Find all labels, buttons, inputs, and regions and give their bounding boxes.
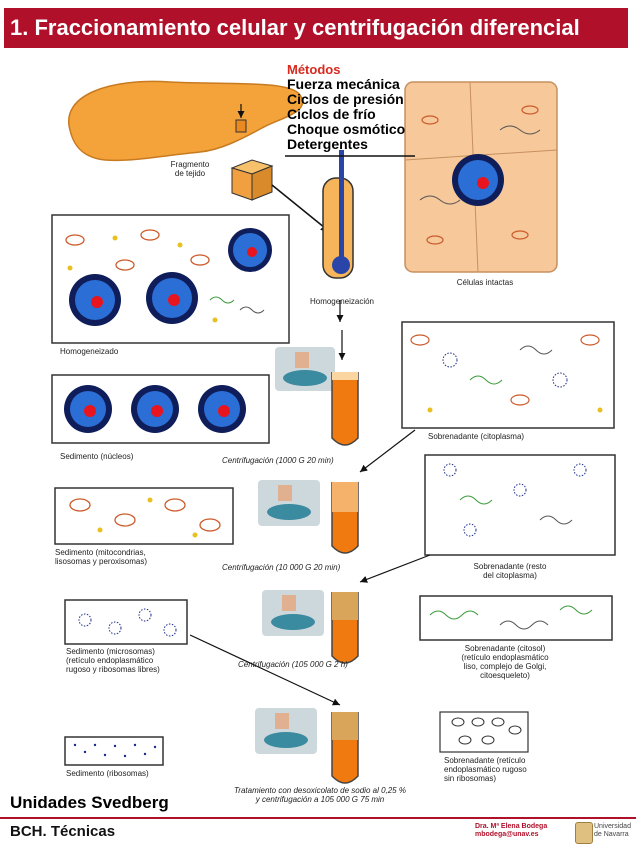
supernatant-cytoplasm-label: Sobrenadante (citoplasma) [428,432,525,441]
university-seal-icon [575,822,593,844]
centrifuge-photo-3 [262,590,324,636]
centrifuge-photo-4 [255,708,317,754]
footer-author: Dra. Mª Elena Bodega mbodega@unav.es [475,823,547,839]
treatment-label: Tratamiento con desoxicolato de sodio al… [234,786,406,804]
footer-divider [0,817,636,819]
centrifugation-3-label: Centrifugación (105 000 G 2 h) [238,660,348,669]
supernatant-rough-er-label: Sobrenadante (retículo endoplasmático ru… [444,756,527,783]
liver-shape [67,80,304,162]
centrifuge-photo-2 [258,480,320,526]
author-email: mbodega@unav.es [475,831,539,838]
method-item: Ciclos de frío [287,106,376,122]
author-name: Dra. Mª Elena Bodega [475,823,548,830]
centrifugation-2-label: Centrifugación (10 000 G 20 min) [222,563,341,572]
methods-list: Métodos Fuerza mecánica Ciclos de presió… [287,62,405,152]
supernatant-cytosol-label: Sobrenadante (citosol) (retículo endopla… [461,644,549,680]
centrifugation-1-label: Centrifugación (1000 G 20 min) [222,456,334,465]
page-title: 1. Fraccionamiento celular y centrifugac… [4,8,628,48]
homogenate-panel [51,214,290,344]
tube-2 [331,482,359,554]
method-item: Fuerza mecánica [287,76,400,92]
rough-er-panel [439,711,529,753]
method-item: Detergentes [287,136,368,152]
homogenization-label: Homogeneización [309,297,375,306]
sediment-ribosomes-label: Sedimento (ribosomas) [66,769,149,778]
rest-cytoplasm-panel [424,454,616,556]
intact-cells-label: Células intactas [456,278,514,287]
university-name: Universidad de Navarra [594,823,631,838]
cytosol-panel [419,595,613,641]
tube-1 [331,372,359,446]
ribosomes-panel [64,736,164,766]
nuclei-panel [51,374,270,444]
sediment-microsomes-label: Sedimento (microsomas) (retículo endopla… [66,647,160,674]
centrifuge-photo-1 [275,347,335,391]
sediment-mitochondria-label: Sedimento (mitocondrias, lisosomas y per… [55,548,148,566]
intact-cells-tissue [404,81,558,273]
svedberg-title: Unidades Svedberg [10,793,169,812]
mitochondria-panel [54,487,234,545]
sediment-nuclei-label: Sedimento (núcleos) [60,452,134,461]
tube-4 [331,712,359,784]
microsomes-panel [64,599,188,645]
homogenate-label: Homogeneizado [60,347,119,356]
method-item: Ciclos de presión [287,91,404,107]
methods-underline [285,155,415,157]
tissue-fragment-label: Fragmento de tejido [170,160,210,178]
footer-course: BCH. Técnicas [10,823,116,840]
homogenizer [322,150,354,279]
methods-heading: Métodos [287,62,341,77]
method-item: Choque osmótico [287,121,406,137]
cytoplasm-panel [401,321,615,429]
supernatant-rest-label: Sobrenadante (resto del citoplasma) [473,562,547,580]
tube-3 [331,592,359,664]
tissue-cube [230,159,274,201]
